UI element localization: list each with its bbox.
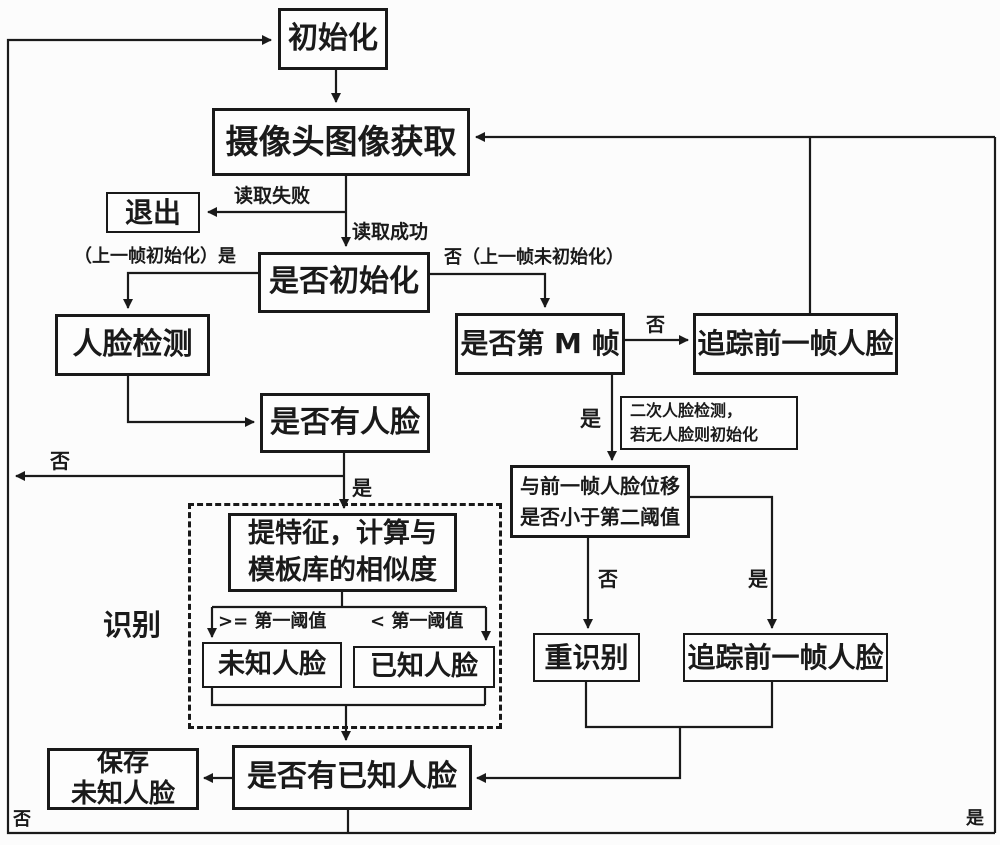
edge-label-ge-first-threshold: >= 第一阈值 — [218, 611, 327, 632]
recognition-region-label: 识别 — [103, 608, 162, 642]
node-track-previous-face-1: 追踪前一帧人脸 — [693, 313, 898, 375]
node-has-known-face: 是否有已知人脸 — [232, 745, 472, 810]
node-displacement-threshold: 与前一帧人脸位移 是否小于第二阈值 — [510, 465, 690, 538]
edge-label-no-face: 否 — [50, 449, 70, 473]
connector-rerec-track2-merge — [477, 682, 774, 778]
node-is-mth-frame: 是否第 M 帧 — [455, 313, 625, 375]
edge-label-no-mth: 否 — [646, 314, 666, 336]
node-camera-capture: 摄像头图像获取 — [212, 108, 470, 176]
edge-label-read-success: 读取成功 — [352, 221, 429, 243]
edge-label-no-displacement: 否 — [598, 567, 618, 591]
node-re-recognize: 重识别 — [533, 633, 640, 682]
connector-isinit-ismth — [430, 272, 550, 308]
connector-merge-recognition — [210, 687, 487, 740]
edge-label-no-prev-frame-not-initialized: 否（上一帧未初始化） — [444, 247, 624, 268]
node-has-face: 是否有人脸 — [260, 393, 430, 453]
node-secondary-face-detection: 二次人脸检测， 若无人脸则初始化 — [620, 396, 798, 450]
edge-label-read-fail: 读取失败 — [234, 185, 311, 207]
edge-label-yes-displacement: 是 — [748, 567, 768, 591]
edge-label-no-known: 否 — [13, 809, 31, 830]
connector-facedetect-hasface — [126, 376, 255, 427]
node-face-detection: 人脸检测 — [55, 314, 210, 376]
node-exit: 退出 — [106, 192, 200, 233]
node-init: 初始化 — [278, 8, 388, 70]
edge-label-prev-frame-initialized-yes: （上一帧初始化）是 — [74, 246, 236, 267]
edge-label-yes-face: 是 — [352, 476, 372, 500]
connector-isinit-facedetect — [123, 271, 258, 309]
connector-displacement-track2 — [690, 495, 777, 629]
node-is-initialized: 是否初始化 — [258, 252, 430, 313]
node-track-previous-face-2: 追踪前一帧人脸 — [683, 633, 888, 682]
edge-label-yes-known: 是 — [966, 808, 984, 829]
edge-label-yes-mth: 是 — [580, 407, 601, 431]
connector-extract-split — [212, 592, 486, 609]
node-known-face: 已知人脸 — [353, 646, 495, 688]
node-save-unknown-face: 保存 未知人脸 — [47, 748, 199, 810]
node-unknown-face: 未知人脸 — [202, 642, 342, 688]
connector-hasknown-stem — [346, 810, 995, 835]
edge-label-lt-first-threshold: < 第一阈值 — [370, 611, 464, 632]
connector-bottom-left-edge — [6, 35, 348, 835]
node-extract-features: 提特征，计算与 模板库的相似度 — [228, 513, 457, 592]
